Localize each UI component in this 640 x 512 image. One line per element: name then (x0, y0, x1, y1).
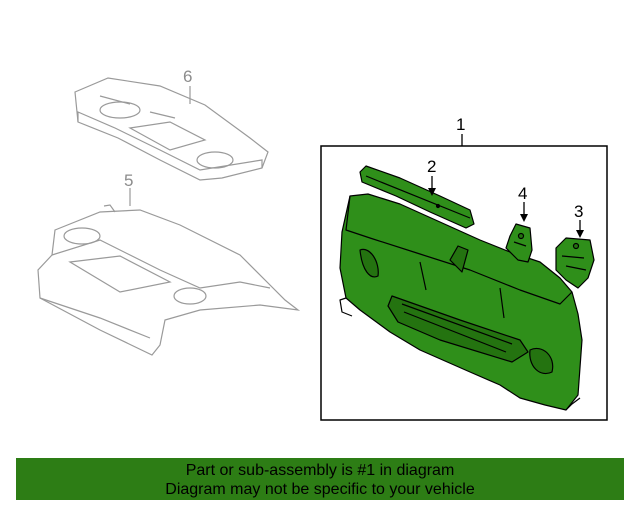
package-tray-lower-part[interactable] (37, 204, 301, 356)
bracket-part-4[interactable] (505, 223, 533, 263)
part3-callout: 3 (574, 202, 583, 221)
rear-body-panel-part[interactable] (339, 193, 583, 411)
info-banner: Part or sub-assembly is #1 in diagram Di… (16, 458, 624, 500)
banner-line-1: Part or sub-assembly is #1 in diagram (185, 462, 455, 479)
upper-reinforcement-part[interactable] (359, 165, 475, 229)
package-tray-upper-part[interactable] (74, 77, 269, 181)
part2-arrowhead (428, 188, 436, 196)
banner-line-2: Diagram may not be specific to your vehi… (165, 481, 475, 498)
part6-callout: 6 (183, 67, 192, 86)
part4-arrowhead (520, 214, 528, 222)
part3-arrowhead (576, 230, 584, 238)
part2-callout: 2 (427, 157, 436, 176)
part1-callout: 1 (456, 115, 465, 134)
part5-callout: 5 (124, 171, 133, 190)
part4-callout: 4 (518, 184, 527, 203)
bracket-part-3[interactable] (555, 237, 595, 289)
assembly-frame (320, 145, 608, 421)
